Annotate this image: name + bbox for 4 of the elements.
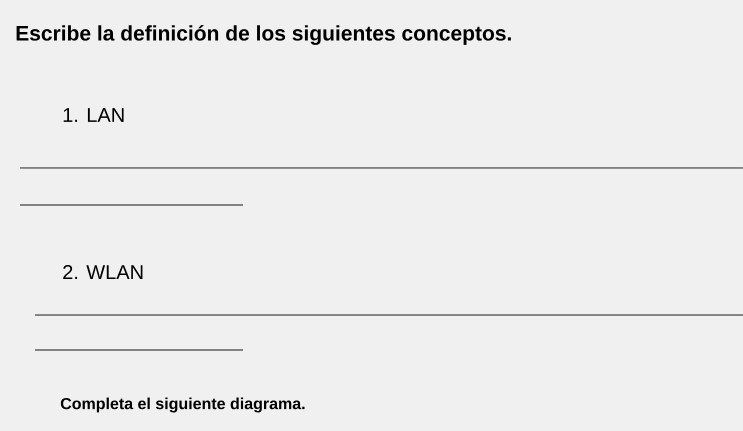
instruction-text: Completa el siguiente diagrama. [60, 398, 304, 412]
heading: Escribe la definición de los siguientes conceptos. [16, 25, 511, 45]
question-text: 1. LAN [64, 108, 124, 122]
question-text: 2. WLAN [63, 265, 142, 279]
